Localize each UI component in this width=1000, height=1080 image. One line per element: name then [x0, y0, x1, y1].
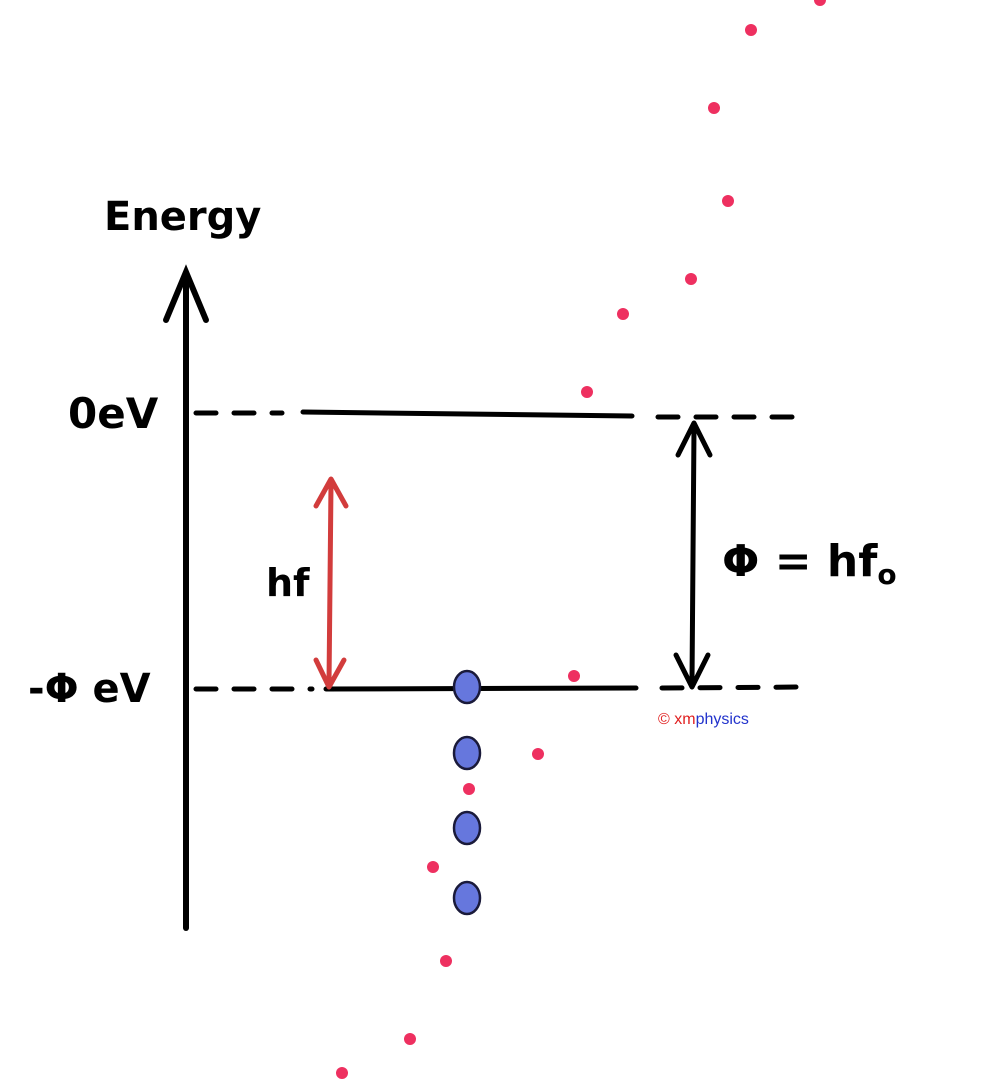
photon-energy-arrowhead-top [313, 476, 349, 509]
photon-dot-group [336, 0, 826, 1079]
photon-dot [581, 386, 593, 398]
photon-dot [463, 783, 475, 795]
photon-dot [404, 1033, 416, 1045]
photon-dot [814, 0, 826, 6]
photon-dot [617, 308, 629, 320]
zero-energy-level [193, 409, 803, 420]
photon-dot [708, 102, 720, 114]
work-function-equation-subscript: o [877, 558, 896, 591]
work-function-arrowhead-bottom [673, 652, 711, 690]
zero-level-solid [300, 409, 635, 419]
copyright-symbol: © [658, 711, 670, 728]
photon-dot [440, 955, 452, 967]
work-function-arrow [673, 420, 713, 690]
photon-dot [722, 195, 734, 207]
photon-energy-label: hf [266, 561, 310, 605]
work-function-equation: Φ = hfo [722, 536, 897, 591]
credit-xm: xm [674, 711, 696, 728]
photon-energy-arrowhead-bottom [313, 657, 347, 690]
zero-level-label: 0eV [68, 389, 159, 438]
credit-physics: physics [695, 711, 749, 728]
work-function-arrow-line [689, 425, 697, 685]
photon-dot [336, 1067, 348, 1079]
work-function-level-dashed-right [659, 684, 807, 691]
work-function-level-label: -Φ eV [28, 666, 151, 712]
photon-dot [532, 748, 544, 760]
work-function-arrowhead-top [675, 420, 713, 458]
work-function-equation-main: Φ = hf [722, 536, 878, 587]
electron [452, 669, 482, 705]
energy-axis-arrowhead [163, 264, 209, 323]
credit-label: © xmphysics [658, 711, 749, 729]
electron [452, 880, 482, 916]
electron [452, 810, 482, 846]
photon-dot [427, 861, 439, 873]
energy-axis-label: Energy [104, 194, 261, 240]
electron [452, 735, 482, 771]
photon-dot [568, 670, 580, 682]
work-function-level [193, 684, 807, 692]
photon-energy-arrow-line [326, 481, 334, 687]
photon-dot [745, 24, 757, 36]
energy-axis [163, 264, 209, 931]
photon-energy-arrow [313, 476, 349, 690]
photon-dot [685, 273, 697, 285]
electron-group [452, 669, 482, 916]
